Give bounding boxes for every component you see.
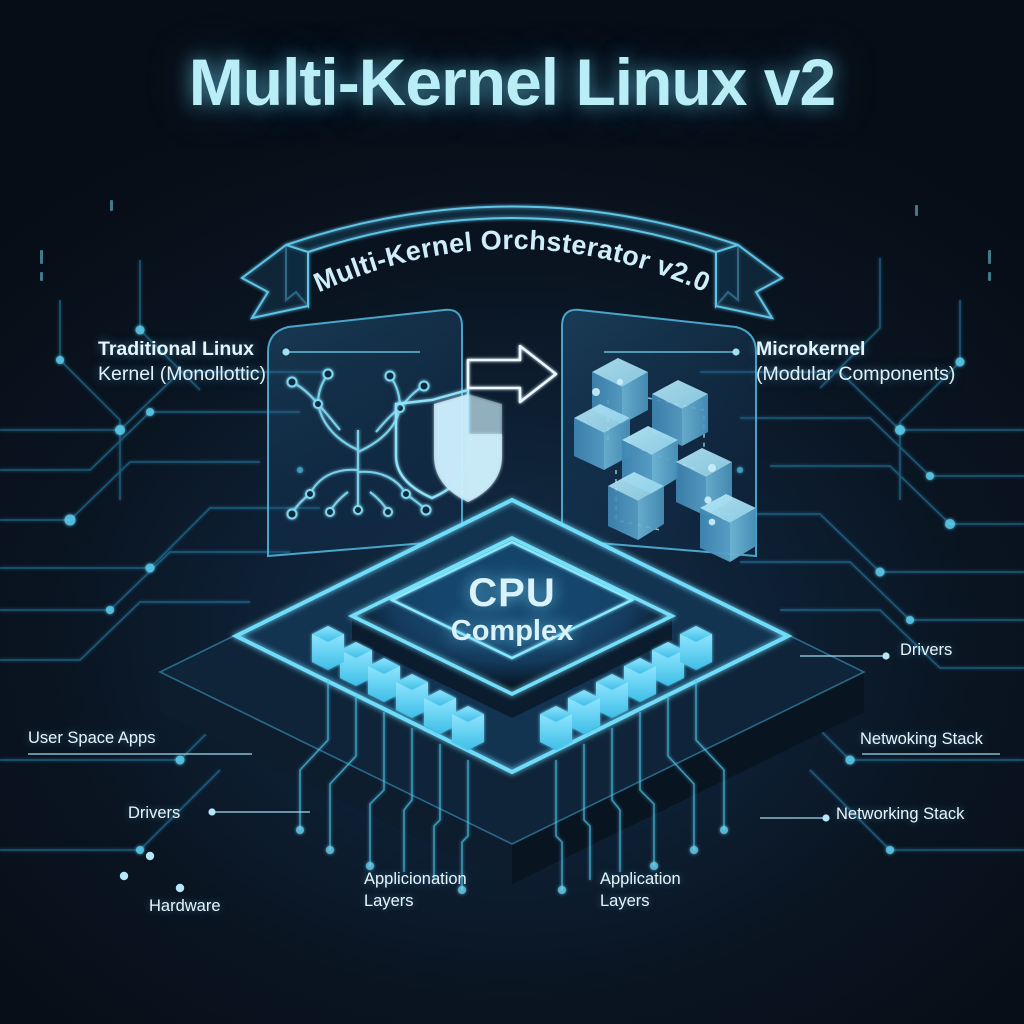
callout-app-right-line1: Application: [600, 870, 681, 888]
panel-label-microkernel-sub: (Modular Components): [756, 363, 956, 385]
panel-label-traditional-title: Traditional Linux: [98, 338, 255, 360]
panel-label-microkernel: Microkernel (Modular Components): [756, 337, 955, 387]
modular-cubes-icon: [574, 358, 756, 562]
panel-label-traditional: Traditional Linux Kernel (Monollottic): [98, 337, 266, 387]
panel-label-traditional-sub: Kernel (Monollottic): [98, 363, 266, 385]
panel-traditional-kernel: [267, 308, 502, 558]
callout-app-right-line2: Layers: [600, 892, 650, 910]
callout-networking-stack-a: Netwoking Stack: [860, 730, 983, 748]
callout-app-left-line2: Layers: [364, 892, 414, 910]
callout-application-layers-left: Applicionation Layers: [364, 868, 467, 912]
cpu-chip-label-line2: Complex: [450, 615, 574, 647]
callout-app-left-line1: Applicionation: [364, 870, 467, 888]
panel-label-microkernel-title: Microkernel: [756, 338, 866, 360]
panel-microkernel: [561, 308, 757, 562]
cpu-chip-label: CPU Complex: [352, 572, 672, 648]
callout-user-space-apps: User Space Apps: [28, 729, 156, 747]
page-title: Multi-Kernel Linux v2: [188, 45, 836, 119]
callout-drivers-left: Drivers: [128, 804, 181, 822]
cpu-chip-label-line1: CPU: [468, 571, 556, 615]
right-arrow-icon: [466, 344, 558, 404]
callout-application-layers-right: Application Layers: [600, 868, 681, 912]
callout-drivers-right: Drivers: [900, 641, 953, 659]
shield-icon: [394, 388, 502, 502]
callout-networking-stack-b: Networking Stack: [836, 805, 965, 823]
callout-hardware: Hardware: [149, 897, 221, 915]
